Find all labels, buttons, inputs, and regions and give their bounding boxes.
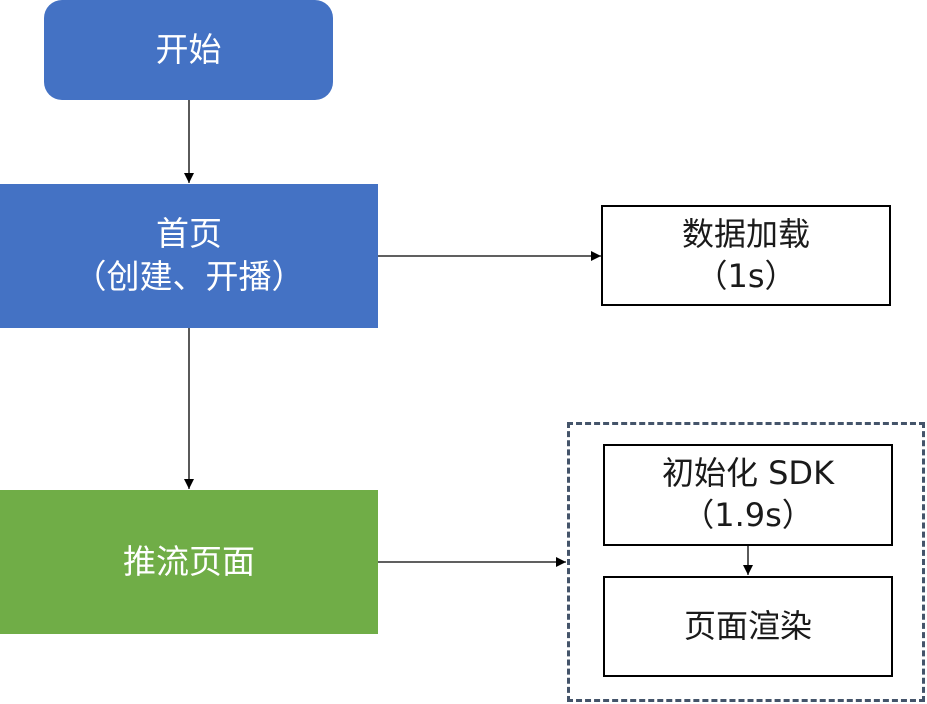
parallel-group-container xyxy=(567,422,925,702)
home-page-subtitle: （创建、开播） xyxy=(73,257,305,296)
data-load-node: 数据加载 （1s） xyxy=(601,205,891,306)
page-render-node: 页面渲染 xyxy=(603,576,893,677)
init-sdk-duration: （1.9s） xyxy=(682,496,814,534)
data-load-duration: （1s） xyxy=(695,256,797,295)
push-stream-page-node: 推流页面 xyxy=(0,490,378,634)
home-page-node: 首页 （创建、开播） xyxy=(0,184,378,328)
start-node: 开始 xyxy=(44,0,333,100)
start-node-label: 开始 xyxy=(155,29,222,69)
push-stream-page-label: 推流页面 xyxy=(123,541,255,581)
page-render-label: 页面渲染 xyxy=(683,606,812,645)
data-load-title: 数据加载 xyxy=(681,214,810,253)
init-sdk-node: 初始化 SDK （1.9s） xyxy=(603,444,893,546)
home-page-title: 首页 xyxy=(156,214,222,254)
init-sdk-title: 初始化 SDK xyxy=(661,454,835,493)
